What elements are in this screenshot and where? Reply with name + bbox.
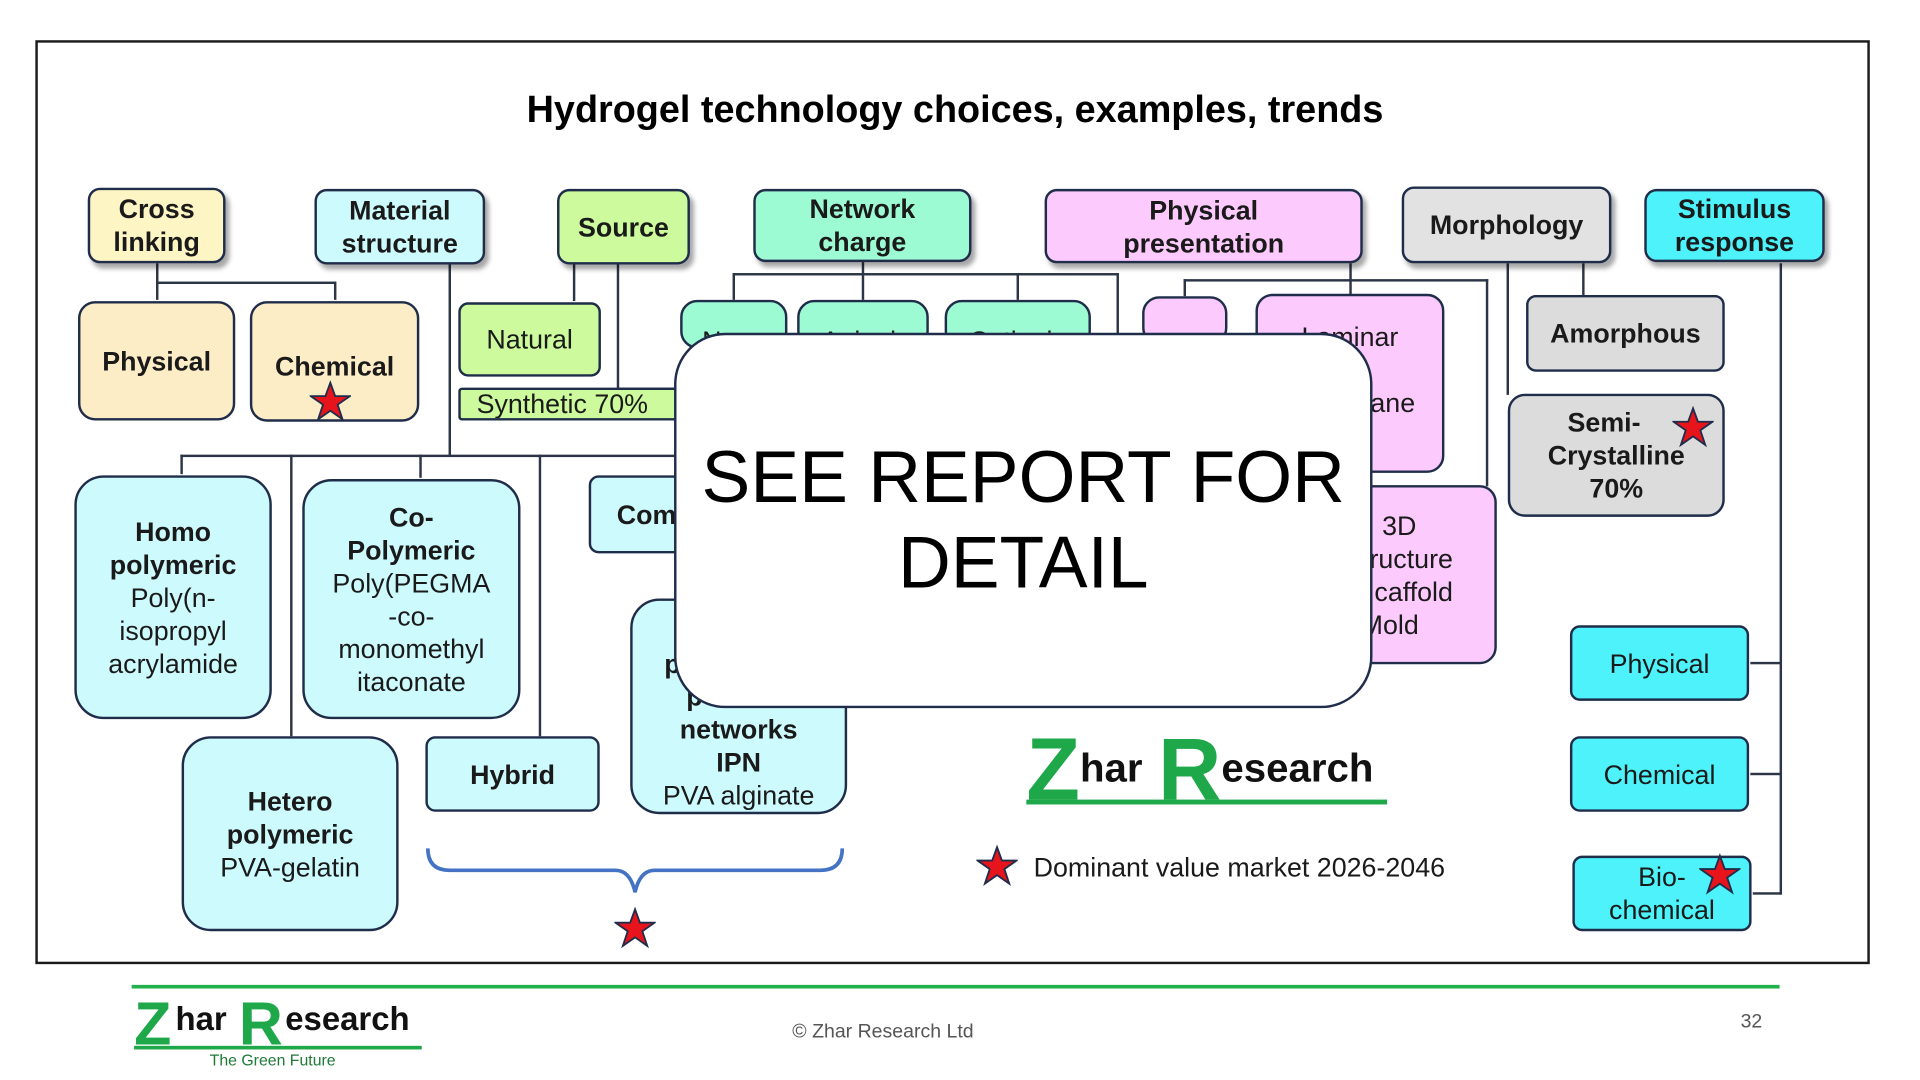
structure-hetero-polymeric: Hetero polymeric PVA-gelatin bbox=[181, 736, 399, 932]
header-source: Source bbox=[557, 188, 690, 265]
structure-hybrid: Hybrid bbox=[425, 736, 600, 812]
star-icon bbox=[614, 906, 656, 949]
source-synthetic: Synthetic 70% bbox=[458, 387, 690, 421]
page-number: 32 bbox=[1740, 1011, 1763, 1033]
legend-star-icon bbox=[976, 844, 1018, 887]
star-icon bbox=[309, 380, 352, 422]
cross-linking-physical: Physical bbox=[78, 301, 236, 421]
header-cross-linking: Cross linking bbox=[87, 187, 226, 264]
connector bbox=[1582, 263, 1585, 295]
connector bbox=[156, 281, 336, 285]
see-report-overlay: SEE REPORT FOR DETAIL bbox=[674, 332, 1373, 709]
connector bbox=[419, 454, 422, 478]
connector bbox=[1116, 273, 1119, 337]
brace-icon bbox=[426, 848, 845, 893]
connector bbox=[180, 454, 681, 458]
stimulus-physical: Physical bbox=[1569, 625, 1750, 701]
structure-co-polymeric: Co- Polymeric Poly(PEGMA -co- monomethyl… bbox=[302, 479, 521, 720]
structure-homo-polymeric: Homo polymeric Poly(n- isopropyl acrylam… bbox=[74, 475, 272, 720]
connector bbox=[1183, 279, 1489, 282]
header-material-structure: Material structure bbox=[314, 188, 486, 265]
header-physical-presentation: Physical presentation bbox=[1044, 188, 1363, 264]
connector bbox=[1752, 892, 1781, 895]
connector bbox=[290, 454, 293, 737]
connector bbox=[732, 273, 1118, 276]
connector bbox=[1750, 661, 1781, 665]
header-morphology: Morphology bbox=[1401, 186, 1612, 264]
connector bbox=[732, 273, 735, 300]
stimulus-chemical: Chemical bbox=[1569, 736, 1750, 812]
morphology-semi-crystalline: Semi- Crystalline 70% bbox=[1507, 393, 1725, 517]
morphology-amorphous: Amorphous bbox=[1526, 294, 1725, 372]
header-network-charge: Network charge bbox=[753, 188, 972, 263]
connector bbox=[572, 264, 576, 302]
star-icon bbox=[1672, 405, 1714, 448]
connector bbox=[448, 264, 451, 456]
connector bbox=[1016, 273, 1020, 300]
connector bbox=[861, 273, 865, 300]
connector bbox=[861, 262, 865, 275]
diagram-title: Hydrogel technology choices, examples, t… bbox=[526, 87, 1384, 131]
footer-logo-underline bbox=[134, 1045, 422, 1050]
connector bbox=[1750, 772, 1781, 776]
connector bbox=[1183, 279, 1186, 297]
footer-tagline: The Green Future bbox=[209, 1050, 336, 1069]
footer-copyright: © Zhar Research Ltd bbox=[792, 1021, 974, 1043]
header-stimulus-response: Stimulus response bbox=[1644, 188, 1825, 263]
diagram-frame bbox=[35, 40, 1870, 965]
connector bbox=[538, 454, 542, 737]
connector bbox=[1485, 279, 1489, 487]
connector bbox=[1349, 279, 1352, 297]
legend-text: Dominant value market 2026-2046 bbox=[1033, 852, 1446, 883]
logo-underline bbox=[1026, 799, 1388, 805]
footer-divider bbox=[131, 984, 1780, 989]
star-icon bbox=[1699, 853, 1741, 895]
connector bbox=[180, 454, 183, 475]
connector bbox=[1506, 263, 1509, 395]
source-natural: Natural bbox=[458, 302, 601, 377]
footer-logo: Z har R esearch bbox=[134, 993, 427, 1054]
connector bbox=[333, 281, 337, 300]
connector bbox=[616, 264, 620, 389]
connector bbox=[1349, 263, 1352, 281]
zhar-research-logo: Z har R esearch bbox=[1026, 726, 1392, 814]
connector bbox=[1779, 263, 1783, 895]
